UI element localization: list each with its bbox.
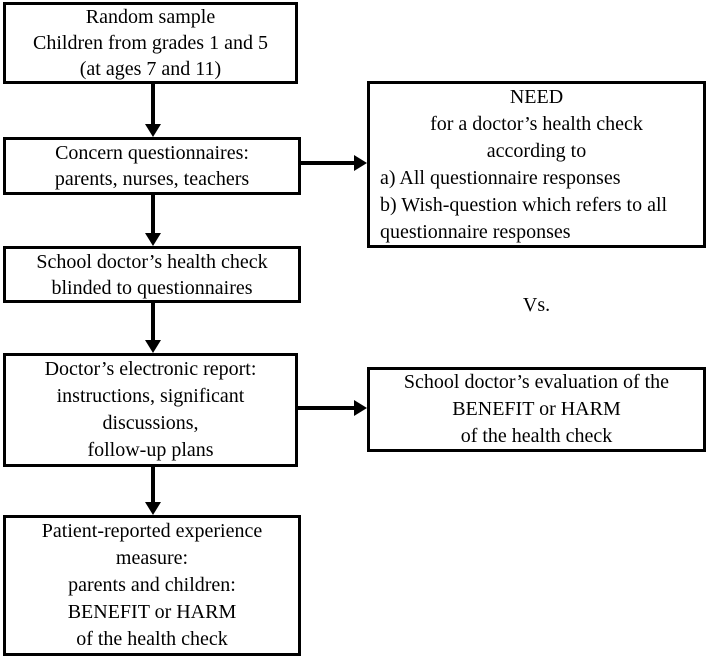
arrow-report-to-evaluation-head-icon (354, 400, 367, 416)
box-need-centered-text: NEED for a doctor’s health check accordi… (430, 85, 643, 162)
box-patient-reported-experience-text: Patient-reported experience measure: par… (41, 520, 263, 650)
box-school-doctor-evaluation: School doctor’s evaluation of the BENEFI… (367, 367, 706, 452)
vs-label: Vs. (522, 294, 551, 316)
box-school-doctor-health-check: School doctor’s health check blinded to … (3, 246, 301, 303)
arrow-questionnaires-to-healthcheck-stem (151, 195, 155, 234)
arrow-sample-to-questionnaires-stem (151, 84, 155, 125)
arrow-questionnaires-to-healthcheck-head-icon (145, 233, 161, 246)
arrow-healthcheck-to-report-stem (151, 303, 155, 341)
arrow-sample-to-questionnaires-head-icon (145, 124, 161, 137)
box-need-for-health-check: NEED for a doctor’s health check accordi… (367, 81, 706, 248)
box-school-doctor-health-check-text: School doctor’s health check blinded to … (36, 250, 268, 299)
arrow-report-to-patientreported-stem (151, 467, 155, 503)
box-random-sample-text: Random sample Children from grades 1 and… (33, 6, 268, 80)
box-concern-questionnaires: Concern questionnaires: parents, nurses,… (3, 137, 301, 195)
arrow-report-to-evaluation-stem (298, 406, 355, 410)
arrow-questionnaires-to-need-stem (301, 161, 355, 165)
box-random-sample: Random sample Children from grades 1 and… (3, 2, 298, 84)
box-doctor-electronic-report: Doctor’s electronic report: instructions… (3, 353, 298, 467)
arrow-report-to-patientreported-head-icon (145, 502, 161, 515)
box-doctor-electronic-report-text: Doctor’s electronic report: instructions… (44, 358, 257, 461)
arrow-healthcheck-to-report-head-icon (145, 340, 161, 353)
box-concern-questionnaires-text: Concern questionnaires: parents, nurses,… (54, 142, 250, 190)
box-need-list-text: a) All questionnaire responses b) Wish-q… (380, 166, 668, 243)
box-patient-reported-experience: Patient-reported experience measure: par… (3, 515, 301, 656)
arrow-questionnaires-to-need-head-icon (354, 155, 367, 171)
box-school-doctor-evaluation-text: School doctor’s evaluation of the BENEFI… (403, 371, 670, 447)
